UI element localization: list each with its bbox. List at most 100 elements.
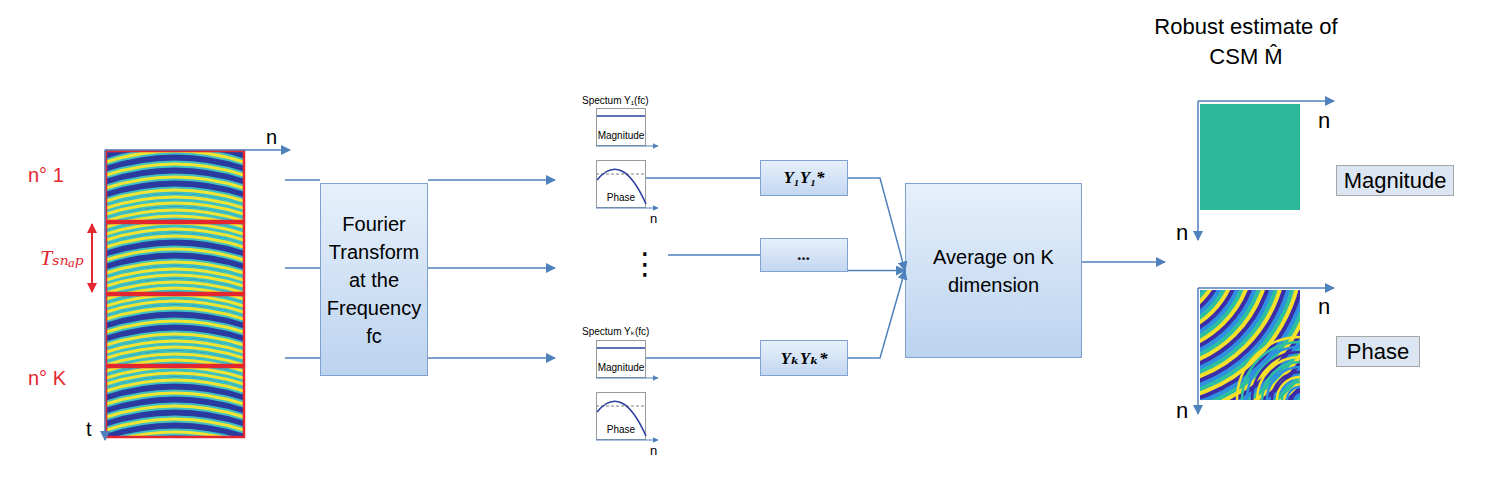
flow-lines <box>285 180 1165 358</box>
wave-band <box>105 367 245 380</box>
wave-band <box>105 360 245 373</box>
phase-fringe <box>1200 290 1300 400</box>
wave-band <box>105 229 245 242</box>
text-label: n <box>1176 218 1188 248</box>
phase-fringe <box>1200 290 1300 400</box>
wave-band <box>105 380 245 393</box>
wave-band <box>105 197 245 210</box>
text-label: n° 1 <box>28 162 64 189</box>
wave-band <box>105 373 245 386</box>
text-label: n <box>266 124 277 151</box>
phase-fringe <box>1200 290 1300 400</box>
wave-band <box>105 275 245 288</box>
flow-arrow <box>428 179 555 181</box>
plot-panel: Phase <box>596 160 646 208</box>
edge-group <box>646 178 905 358</box>
wave-band <box>105 334 245 347</box>
phase-fringe <box>1200 290 1274 374</box>
phase-fringe <box>1200 290 1286 386</box>
phase-fringe <box>1292 392 1300 400</box>
plot-axis <box>596 378 658 379</box>
wave-band <box>105 373 245 386</box>
axis-arrow <box>1197 288 1199 414</box>
wave-band <box>105 216 245 229</box>
matrix-tag: Magnitude <box>1336 165 1454 196</box>
phase-fringe <box>1237 337 1300 400</box>
phase-fringe <box>1200 290 1300 400</box>
wave-band <box>105 419 245 432</box>
phase-fringe <box>1200 290 1300 400</box>
wave-band <box>105 308 245 321</box>
phase-fringe <box>1200 290 1254 354</box>
spectrum-plots <box>596 116 658 440</box>
phase-fringe <box>1200 290 1300 400</box>
flow-line <box>285 357 320 359</box>
wave-band <box>105 229 245 242</box>
axis-arrow <box>104 150 106 440</box>
plot-panel: Magnitude <box>596 340 646 378</box>
phase-fringe <box>1200 290 1300 400</box>
magnitude-matrix <box>1200 104 1300 210</box>
node-text: Magnitude <box>1344 168 1447 194</box>
wave-band <box>105 406 245 419</box>
wave-band <box>105 321 245 334</box>
wave-band <box>105 295 245 308</box>
phase-fringe <box>1200 290 1278 378</box>
wave-band <box>105 347 245 360</box>
wave-band <box>105 150 245 151</box>
text-label: n <box>650 442 657 460</box>
wave-band <box>105 282 245 295</box>
phase-fringe <box>1200 290 1298 398</box>
flow-line <box>285 179 320 181</box>
phase-fringe <box>1200 290 1270 370</box>
wave-band <box>105 216 245 229</box>
phase-fringe <box>1200 290 1300 400</box>
phase-fringe <box>1200 290 1242 342</box>
phase-fringe <box>1200 290 1300 400</box>
wave-band <box>105 432 245 438</box>
phase-fringe <box>1200 290 1300 400</box>
phase-fringe <box>1200 290 1300 400</box>
flow-line <box>668 254 760 256</box>
wave-band <box>105 177 245 190</box>
process-box: Average on K dimension <box>905 183 1082 358</box>
phase-curve <box>597 169 646 204</box>
phase-fringe <box>1200 290 1300 400</box>
phase-fringe <box>1200 290 1300 400</box>
flow-arrow <box>428 267 555 269</box>
node-text: YₖYₖ* <box>780 348 827 369</box>
phase-fringe <box>1200 290 1230 330</box>
wave-band <box>105 301 245 314</box>
phase-fringe <box>1200 290 1300 400</box>
flow-arrow <box>1082 261 1165 263</box>
wave-band <box>105 236 245 249</box>
wave-band <box>105 164 245 177</box>
phase-fringe <box>1200 290 1258 358</box>
wave-band <box>105 249 245 262</box>
phase-fringe <box>1267 367 1300 400</box>
wave-band <box>105 249 245 262</box>
phase-fringe <box>1242 342 1300 400</box>
phase-fringe <box>1200 290 1300 400</box>
phase-fringe <box>1272 372 1300 400</box>
axis-arrow <box>1197 101 1199 240</box>
wave-band <box>105 295 245 308</box>
wave-band <box>105 282 245 295</box>
text-label: t <box>86 416 92 443</box>
phase-fringe <box>1277 377 1300 400</box>
phase-matrix-background <box>1200 290 1300 400</box>
wave-band <box>105 269 245 282</box>
wave-band <box>105 288 245 301</box>
wave-band <box>105 419 245 432</box>
phase-fringe <box>1200 290 1300 400</box>
phase-fringe <box>1200 290 1300 400</box>
text-label: n <box>1318 292 1330 322</box>
duration-arrow <box>91 224 93 292</box>
matrix-axes <box>1198 101 1334 414</box>
text-label: n° K <box>28 365 66 392</box>
wave-band <box>105 210 245 223</box>
zero-line <box>596 174 646 175</box>
phase-curve <box>597 401 646 436</box>
